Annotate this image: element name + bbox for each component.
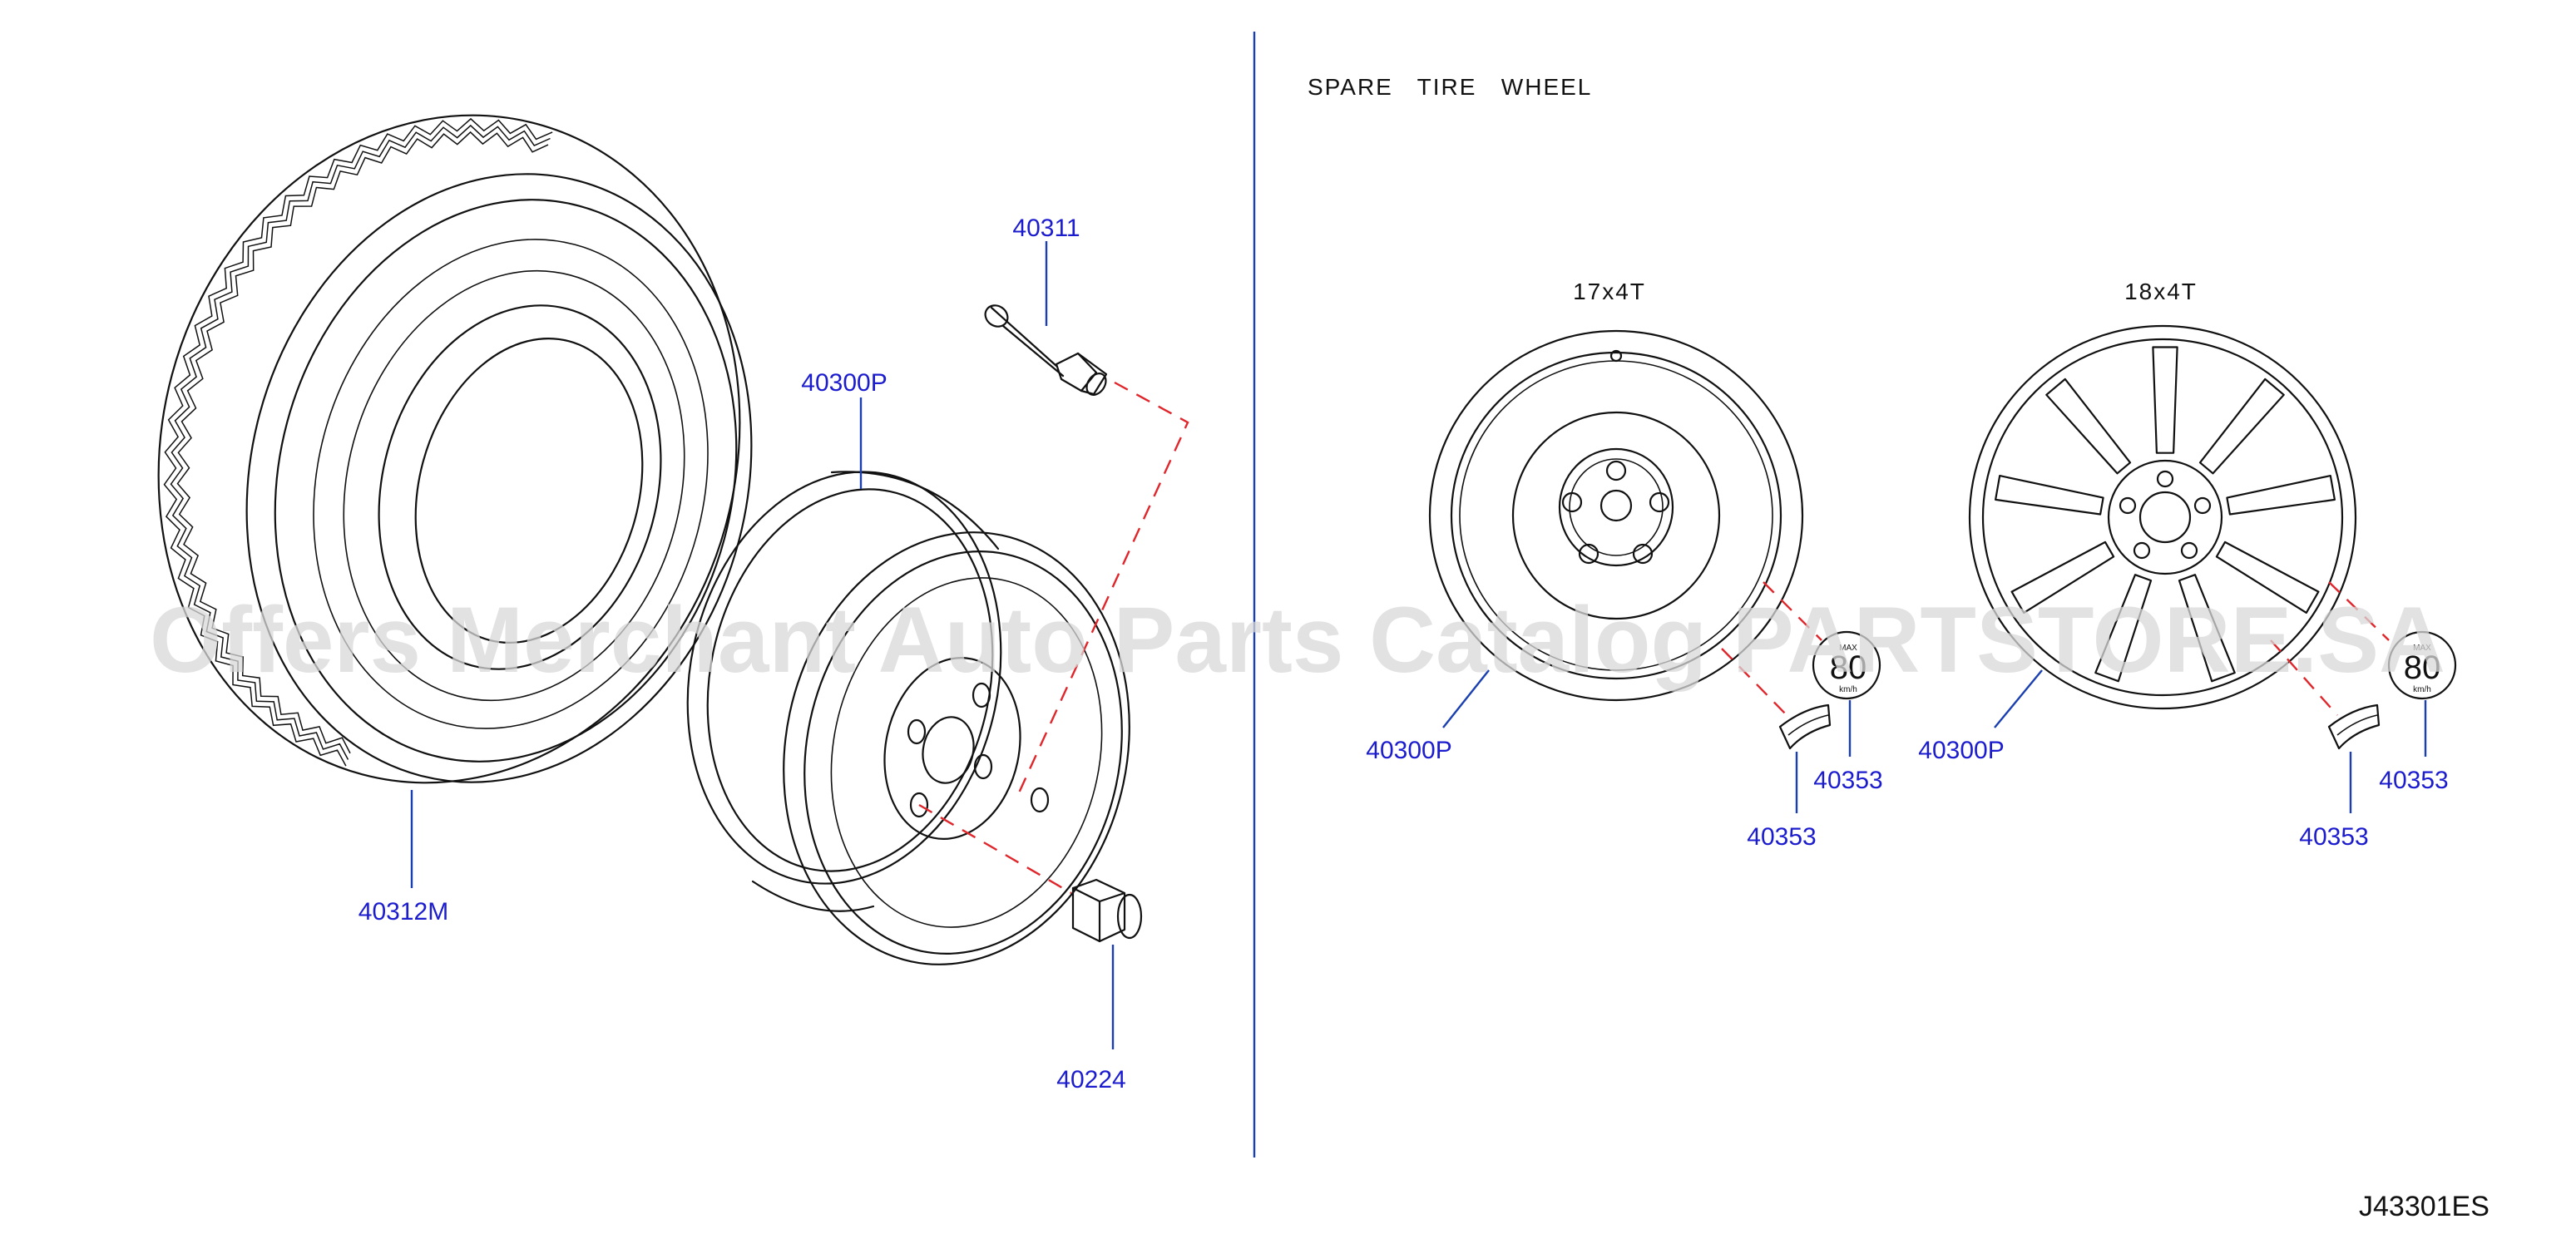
badge-unit-18: km/h [2413, 685, 2431, 694]
callout-40353-badge-18[interactable]: 40353 [2379, 767, 2448, 794]
size-label-18: 18x4T [2124, 279, 2198, 304]
wheel-spoke [2045, 378, 2132, 475]
wheel-spoke [2198, 378, 2285, 475]
wheel-spoke [2215, 540, 2320, 614]
speed-badge-18: 80 km/h MAX [2387, 630, 2457, 700]
tire-drawing [157, 114, 753, 784]
callout-40353-sticker-18[interactable]: 40353 [2299, 823, 2368, 851]
watermark: Offers Merchant Auto Parts Catalog PARTS… [150, 588, 2445, 692]
section-title: SPARE TIRE WHEEL [1308, 74, 1592, 100]
callout-40311[interactable]: 40311 [1012, 215, 1080, 242]
badge-unit-17: km/h [1839, 685, 1857, 694]
callout-40300p-main[interactable]: 40300P [801, 369, 887, 397]
tread-band [163, 117, 553, 767]
speed-badge-17: 80 km/h MAX [1812, 630, 1881, 700]
sticker-17-drawing [1778, 703, 1832, 750]
valve-stem-drawing [984, 304, 1108, 396]
assembly-lines [918, 381, 2390, 895]
size-label-17: 17x4T [1573, 279, 1646, 304]
wheel-spoke [2226, 475, 2336, 516]
callout-40312m[interactable]: 40312M [358, 898, 448, 926]
wheel-spoke [2178, 574, 2236, 683]
leader-lines [410, 241, 2427, 1049]
diagram-code: J43301ES [2359, 1191, 2489, 1222]
tread-band [176, 131, 549, 754]
steel-wheel-drawing [686, 471, 1130, 965]
badge-speed-18: 80 [2404, 649, 2441, 686]
badge-speed-17: 80 [1830, 649, 1867, 686]
wheel-spoke [2010, 540, 2115, 614]
callout-40300p-17[interactable]: 40300P [1366, 737, 1451, 764]
wheel-spoke [2152, 346, 2178, 454]
wheel-spoke [2094, 574, 2153, 683]
callout-40353-sticker-17[interactable]: 40353 [1747, 823, 1816, 851]
callout-40300p-18[interactable]: 40300P [1918, 737, 2004, 764]
callout-40353-badge-17[interactable]: 40353 [1813, 767, 1882, 794]
badge-max-17: MAX [1839, 644, 1857, 653]
sticker-18-drawing [2327, 703, 2381, 750]
wheel-nut-drawing [1071, 878, 1143, 943]
callout-40224[interactable]: 40224 [1056, 1066, 1125, 1093]
spare-wheel-17-drawing [1428, 329, 1804, 702]
badge-max-18: MAX [2413, 644, 2431, 653]
spare-wheel-18-drawing [1968, 324, 2357, 710]
tread-band [170, 124, 551, 760]
wheel-spoke [1995, 475, 2104, 516]
